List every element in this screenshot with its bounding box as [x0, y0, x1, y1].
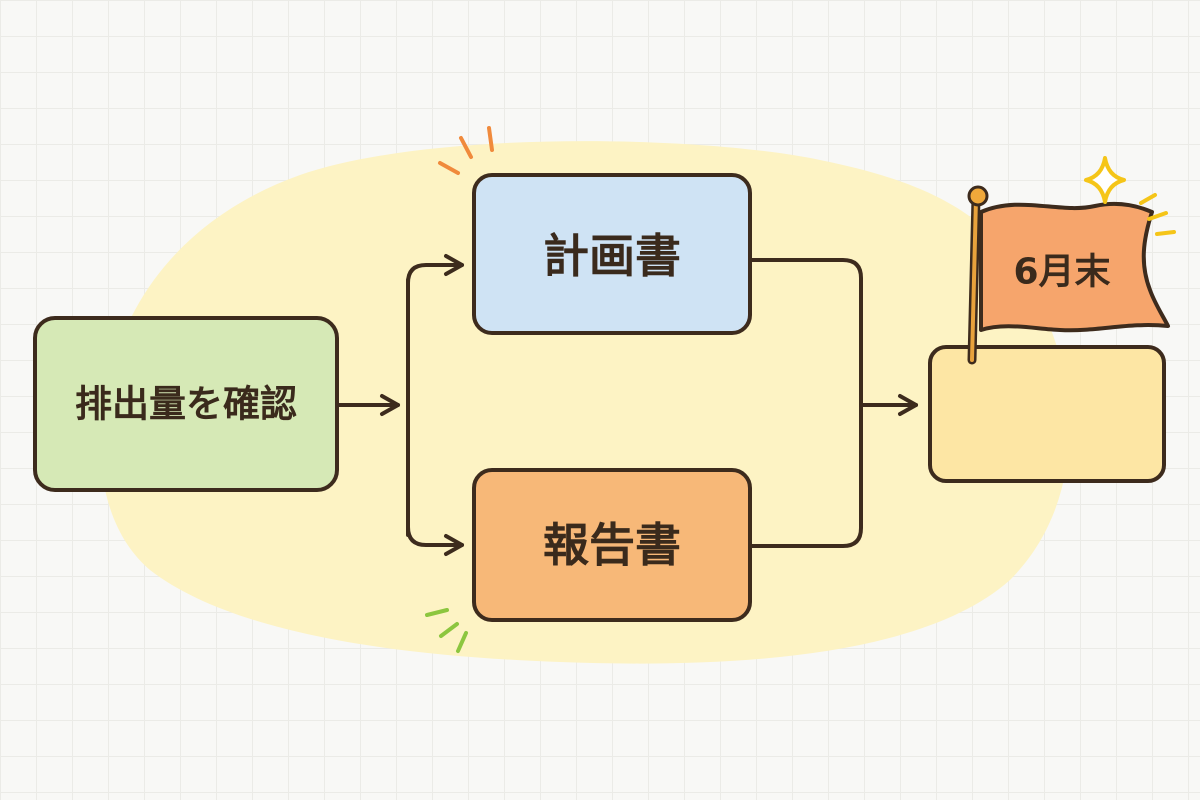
sparkle-star-icon	[1084, 156, 1126, 204]
node-source-label: 排出量を確認	[75, 383, 297, 426]
node-goal-box	[928, 345, 1166, 483]
node-source-box	[33, 316, 339, 492]
node-plan-box	[472, 173, 752, 335]
node-report: 報告書	[472, 468, 752, 622]
spark-marks-yellow	[1139, 193, 1176, 236]
connectors	[336, 254, 918, 556]
node-plan: 計画書	[472, 173, 752, 335]
node-source: 排出量を確認	[33, 316, 339, 492]
node-report-label: 報告書	[543, 518, 681, 572]
node-plan-label: 計画書	[543, 229, 681, 283]
connector-to-report	[406, 278, 464, 556]
flag-label: 6月末	[1013, 252, 1110, 293]
node-goal	[928, 345, 1166, 483]
background-blob	[100, 141, 1070, 664]
spark-marks-orange	[438, 126, 494, 175]
spark-marks-green	[425, 608, 468, 653]
flag-pole-knob	[967, 185, 989, 207]
flag-banner	[979, 201, 1170, 333]
flag-pole-highlight	[970, 196, 978, 362]
deadline-flag: 6月末	[967, 185, 1170, 365]
node-report-box	[472, 468, 752, 622]
